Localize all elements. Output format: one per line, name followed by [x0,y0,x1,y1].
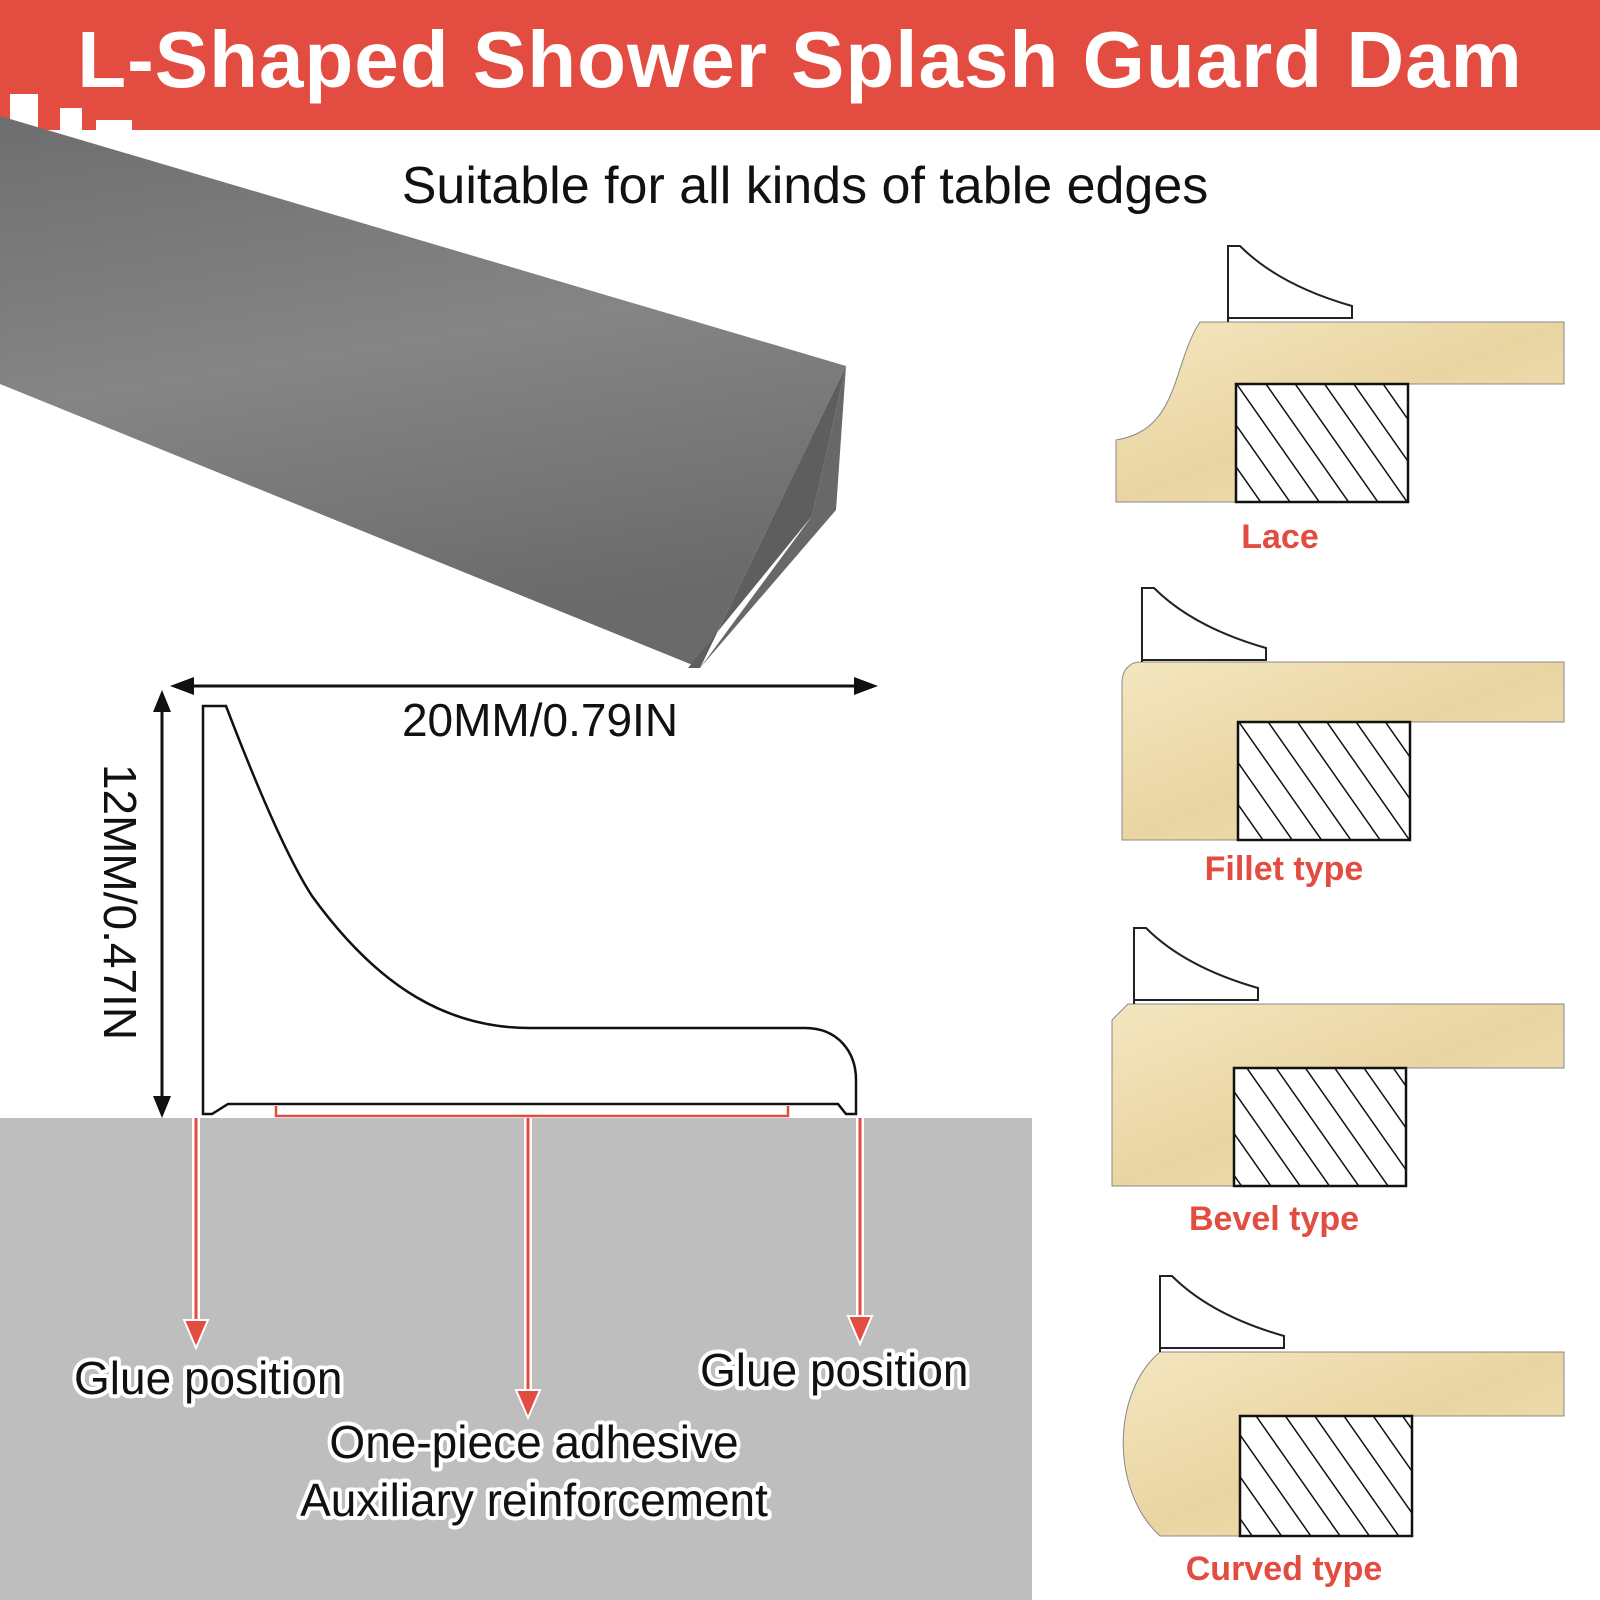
adhesive-strip [274,1106,790,1118]
edge-label-fillet: Fillet type [1205,850,1364,888]
width-dimension-arrow [170,677,878,695]
edge-diagram-lace [1115,245,1565,504]
glue-arrow-left [182,1118,210,1351]
height-dimension-arrow [153,690,171,1118]
page-title: L-Shaped Shower Splash Guard Dam [77,15,1523,104]
glue-position-left-label: Glue position [74,1352,343,1404]
edge-diagram-curved [1122,1275,1565,1538]
width-dimension-label: 20MM/0.79IN [402,694,678,746]
height-dimension-label: 12MM/0.47IN [94,764,146,1040]
edge-label-bevel: Bevel type [1189,1200,1359,1238]
edge-diagram-fillet [1121,587,1565,842]
adhesive-arrow-center [514,1118,542,1421]
edge-diagram-bevel [1111,927,1565,1188]
glue-position-right-label: Glue position [700,1344,969,1396]
adhesive-label-line2: Auxiliary reinforcement [300,1474,768,1526]
subtitle: Suitable for all kinds of table edges [401,157,1209,215]
splash-guard-product [0,116,846,668]
profile-cross-section [201,704,858,1116]
adhesive-label-line1: One-piece adhesive [329,1416,738,1468]
title-banner: L-Shaped Shower Splash Guard Dam [0,0,1600,130]
glue-arrow-right [846,1118,874,1347]
edge-label-curved: Curved type [1186,1550,1383,1588]
edge-label-lace: Lace [1241,518,1319,556]
